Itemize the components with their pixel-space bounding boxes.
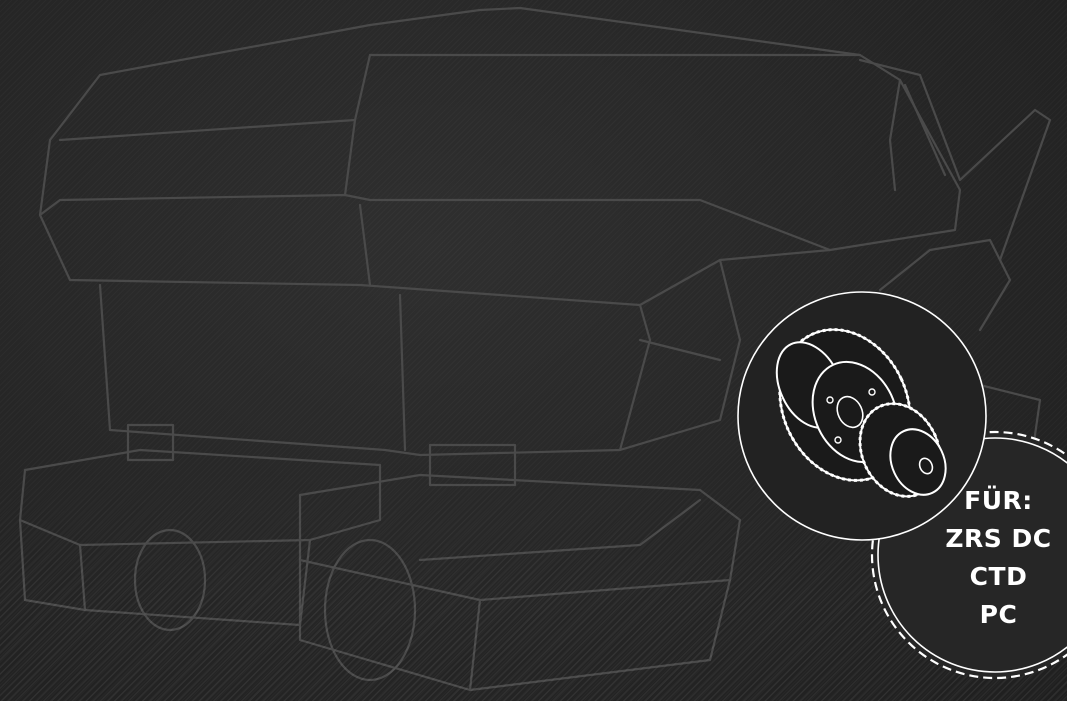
compatibility-list: FÜR: ZRS DC CTD PC xyxy=(930,482,1067,634)
timing-belt-pulley-pair-icon xyxy=(737,291,987,541)
compatible-model-ctd: CTD xyxy=(969,562,1028,591)
compatibility-heading: FÜR: xyxy=(964,486,1033,515)
compatible-model-pc: PC xyxy=(979,600,1018,629)
compatible-model-zrs-dc: ZRS DC xyxy=(945,524,1052,553)
